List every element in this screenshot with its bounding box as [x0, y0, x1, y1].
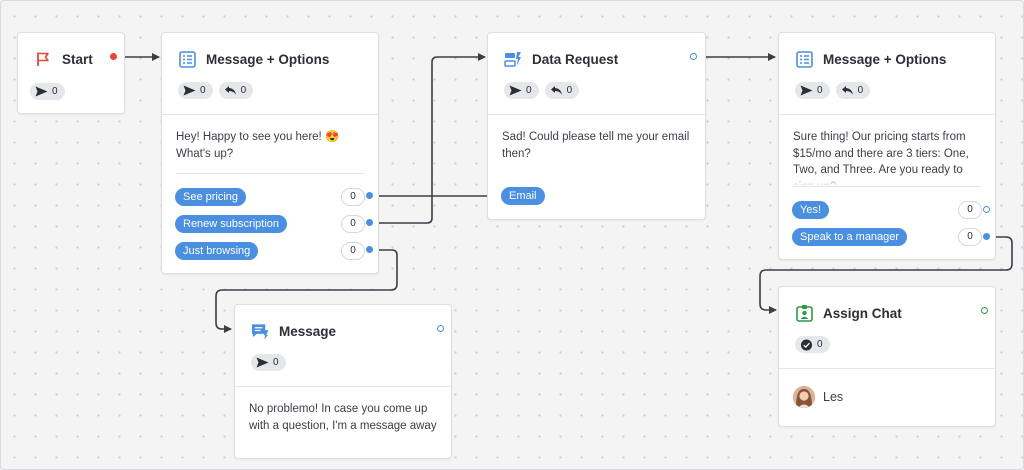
option-see-pricing[interactable]: See pricing — [175, 188, 247, 206]
divider — [162, 114, 378, 115]
option-output-port[interactable] — [366, 246, 373, 253]
option-just-browsing[interactable]: Just browsing — [175, 242, 259, 260]
option-click-count: 0 — [341, 188, 365, 206]
start-output-port[interactable] — [110, 53, 117, 60]
sent-count: 0 — [273, 357, 279, 368]
node-title: Assign Chat — [823, 305, 902, 321]
node-title: Data Request — [532, 51, 619, 67]
sent-count: 0 — [52, 86, 58, 97]
divider — [779, 114, 995, 115]
message-options-node-2[interactable]: Message + Options 0 0 Sure thing! Our pr… — [778, 32, 996, 260]
flag-icon — [34, 50, 52, 68]
assign-chat-node[interactable]: Assign Chat 0 Les — [778, 286, 996, 427]
text-fade — [793, 173, 983, 187]
send-icon — [35, 86, 48, 97]
option-click-count: 0 — [341, 215, 365, 233]
sent-count-badge: 0 — [504, 82, 539, 99]
replies-count: 0 — [566, 85, 573, 96]
option-output-port[interactable] — [366, 192, 373, 199]
divider — [793, 186, 981, 187]
option-output-port[interactable] — [983, 206, 990, 213]
replies-count-badge: 0 — [218, 82, 254, 99]
list-icon — [795, 50, 813, 68]
option-renew-subscription[interactable]: Renew subscription — [175, 215, 287, 233]
done-count: 0 — [817, 339, 823, 350]
replies-count: 0 — [857, 85, 864, 96]
replies-count-badge: 0 — [544, 82, 580, 99]
sent-count-badge: 0 — [251, 354, 286, 371]
divider — [488, 114, 705, 115]
message-text: Hey! Happy to see you here! 😍 What's up? — [176, 131, 340, 160]
reply-icon — [224, 86, 236, 95]
message-text: No problemo! In case you come up with a … — [249, 403, 437, 432]
data-request-icon — [504, 50, 522, 68]
option-click-count: 0 — [958, 228, 982, 246]
option-click-count: 0 — [341, 242, 365, 260]
divider — [176, 173, 364, 174]
done-count-badge: 0 — [795, 336, 830, 353]
list-icon — [178, 50, 196, 68]
divider — [235, 386, 451, 387]
sent-count-badge: 0 — [30, 83, 65, 100]
message-text: Sad! Could please tell me your email the… — [502, 131, 690, 160]
sent-count-badge: 0 — [795, 82, 830, 99]
start-node[interactable]: Start 0 — [17, 32, 125, 114]
sent-count-badge: 0 — [178, 82, 213, 99]
divider — [779, 368, 995, 369]
reply-icon — [841, 86, 853, 95]
sent-count: 0 — [526, 85, 532, 96]
send-icon — [256, 357, 269, 368]
send-icon — [800, 85, 813, 96]
data-field-email[interactable]: Email — [501, 187, 545, 205]
option-click-count: 0 — [958, 201, 982, 219]
option-output-port[interactable] — [366, 219, 373, 226]
node-title: Start — [62, 51, 93, 67]
data-request-output-port[interactable] — [690, 53, 697, 60]
badge-icon — [795, 304, 813, 322]
node-title: Message + Options — [206, 51, 330, 67]
avatar — [793, 386, 815, 408]
assign-chat-output-port[interactable] — [981, 307, 988, 314]
check-circle-icon — [800, 338, 813, 351]
message-output-port[interactable] — [437, 325, 444, 332]
chat-bubble-icon — [251, 322, 269, 340]
send-icon — [183, 85, 196, 96]
message-node[interactable]: Message 0 No problemo! In case you come … — [234, 304, 452, 459]
send-icon — [509, 85, 522, 96]
option-yes[interactable]: Yes! — [792, 201, 830, 219]
replies-count: 0 — [240, 85, 247, 96]
data-request-node[interactable]: Data Request 0 0 Sad! Could please tell … — [487, 32, 706, 220]
sent-count: 0 — [200, 85, 206, 96]
wire-renew-to-data-request — [373, 53, 486, 224]
replies-count-badge: 0 — [835, 82, 871, 99]
node-title: Message + Options — [823, 51, 947, 67]
option-output-port[interactable] — [983, 233, 990, 240]
message-options-node-1[interactable]: Message + Options 0 0 Hey! Happy to see … — [161, 32, 379, 274]
node-title: Message — [279, 323, 337, 339]
reply-icon — [550, 86, 562, 95]
assigned-agent-name: Les — [823, 390, 844, 404]
option-speak-to-manager[interactable]: Speak to a manager — [792, 228, 908, 246]
sent-count: 0 — [817, 85, 823, 96]
